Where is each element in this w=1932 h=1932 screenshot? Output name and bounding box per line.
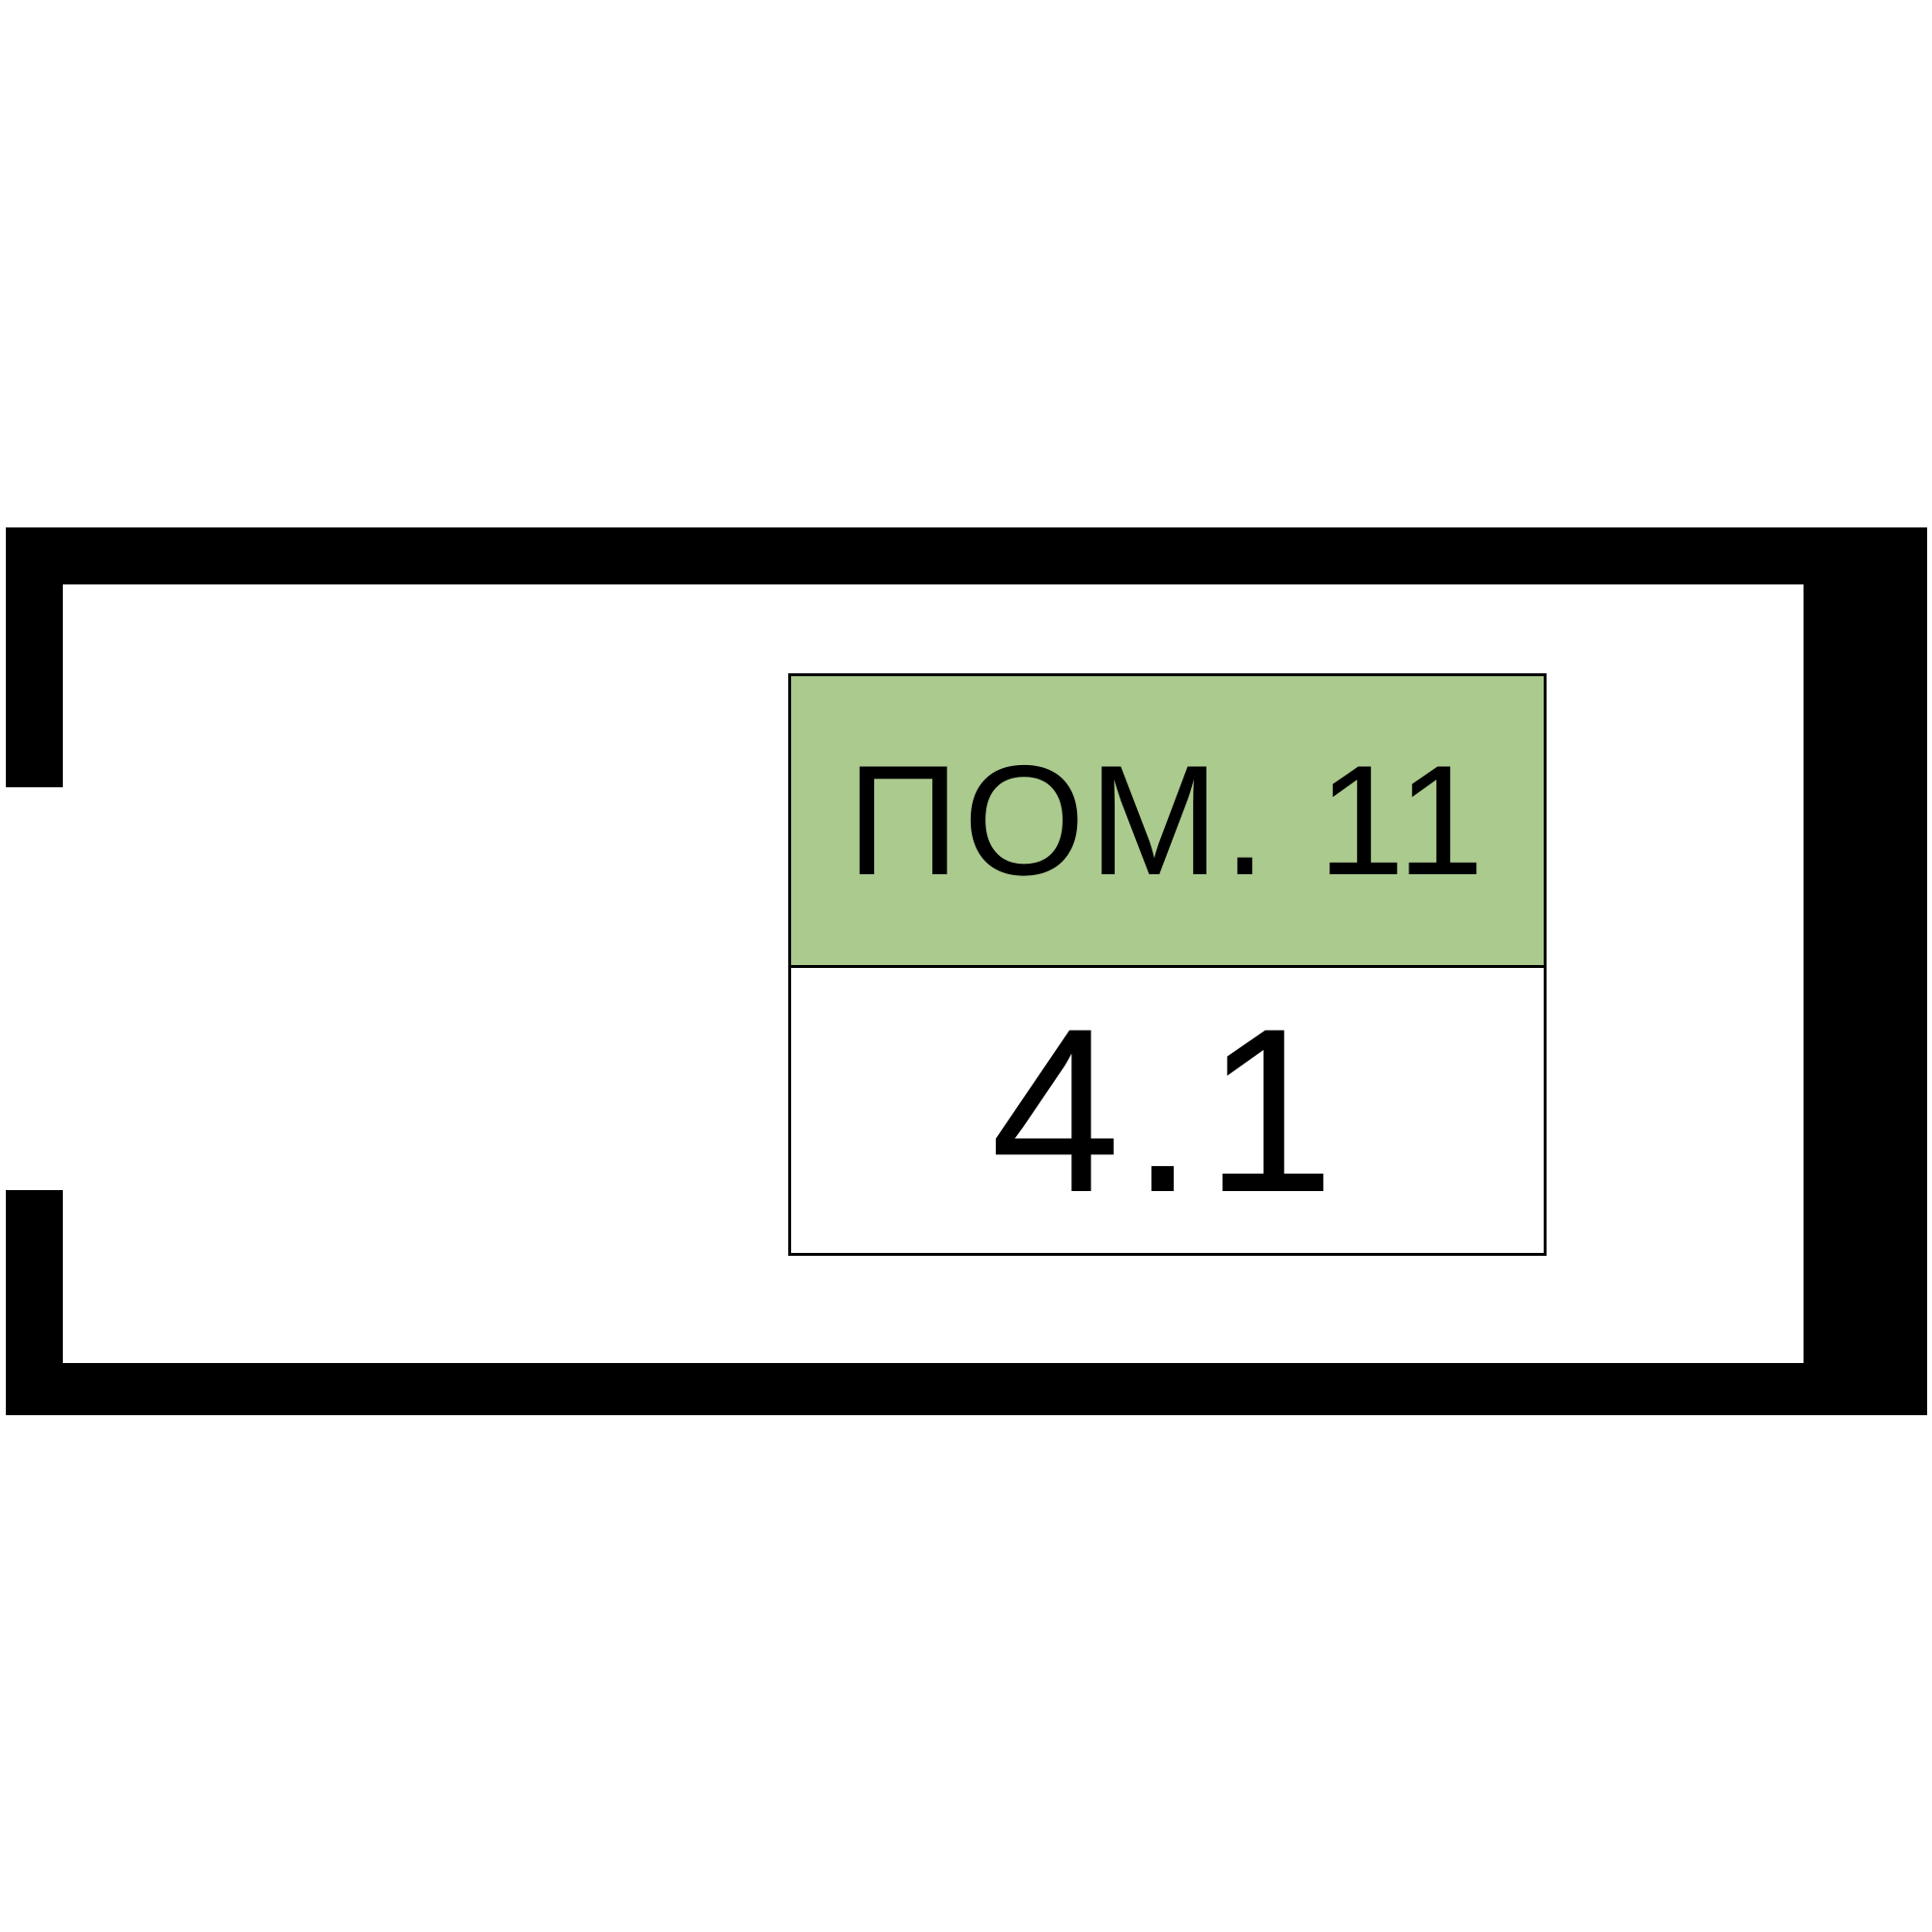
wall-bottom (6, 1363, 1927, 1415)
room-label: ПОМ. 11 4.1 (788, 673, 1547, 1256)
wall-left-upper (6, 527, 63, 787)
room-name: ПОМ. 11 (791, 676, 1544, 968)
wall-left-lower (6, 1190, 63, 1415)
wall-right (1804, 527, 1927, 1415)
wall-top (6, 527, 1927, 584)
room-area: 4.1 (791, 968, 1544, 1253)
